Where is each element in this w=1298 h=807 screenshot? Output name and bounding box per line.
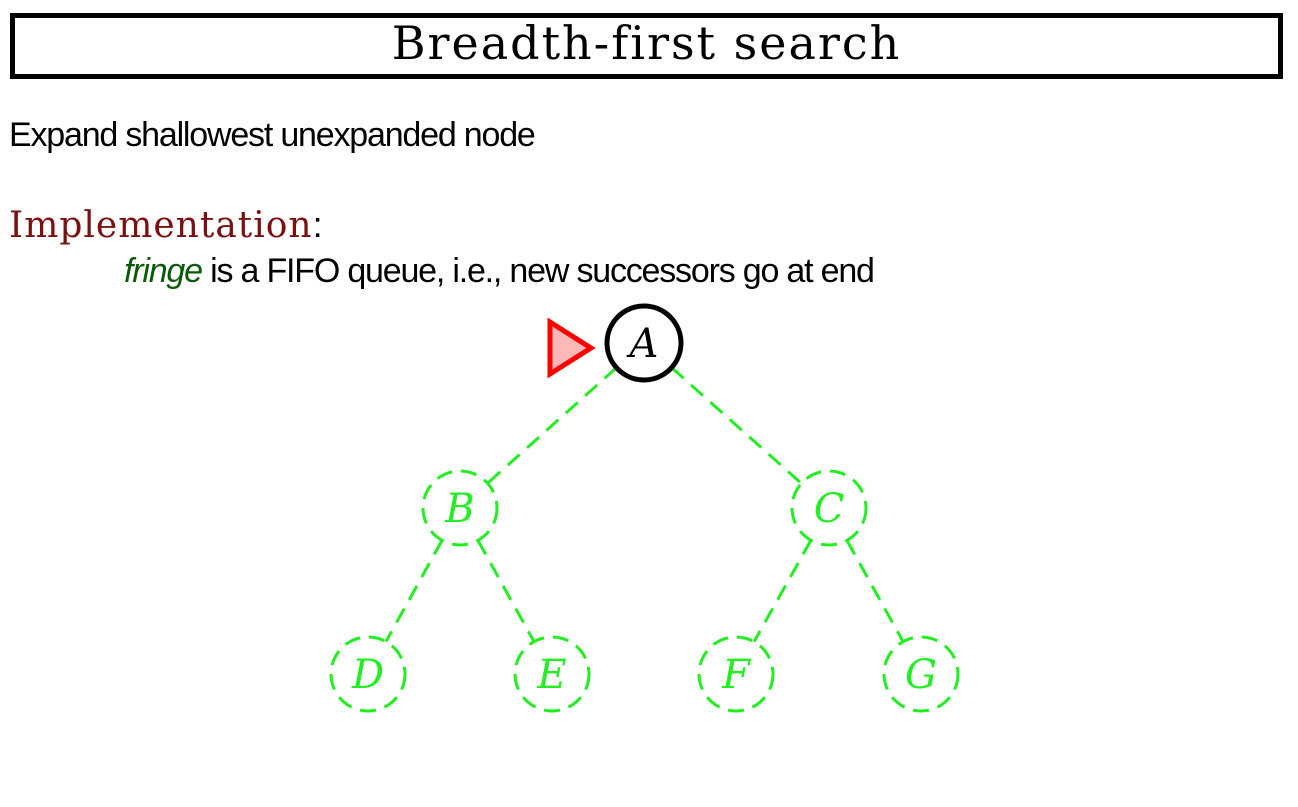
title-box: Breadth-first search xyxy=(10,13,1283,79)
implementation-colon: : xyxy=(312,204,323,245)
fringe-word: fringe xyxy=(124,252,203,290)
tree-edge-c-f xyxy=(752,539,813,643)
implementation-heading: Implementation: xyxy=(9,204,323,246)
tree-node-a: A xyxy=(604,303,684,383)
tree-node-circle xyxy=(329,635,407,713)
tree-node-label: F xyxy=(721,652,751,698)
tree-node-label: B xyxy=(444,486,474,532)
tree-node-c: C xyxy=(790,469,868,547)
description-text: Expand shallowest unexpanded node xyxy=(9,116,536,154)
tree-node-e: E xyxy=(513,635,591,713)
tree-edge-b-d xyxy=(384,539,444,643)
implementation-label: Implementation xyxy=(9,205,313,246)
tree-node-label: E xyxy=(536,652,566,698)
tree-edge-c-g xyxy=(845,539,905,643)
tree-node-circle xyxy=(513,635,591,713)
tree-node-label: A xyxy=(626,321,659,367)
tree-edge-a-c xyxy=(670,366,803,485)
current-node-pointer-icon xyxy=(547,317,596,379)
tree-nodes: A B C D E F G xyxy=(329,303,960,713)
tree-node-circle xyxy=(604,303,684,383)
tree-node-circle xyxy=(421,469,499,547)
tree-node-g: G xyxy=(882,635,960,713)
tree-node-label: D xyxy=(351,652,384,698)
tree-node-circle xyxy=(697,635,775,713)
implementation-detail: fringe is a FIFO queue, i.e., new succes… xyxy=(124,252,875,291)
implementation-detail-text: is a FIFO queue, i.e., new successors go… xyxy=(201,252,875,290)
tree-node-circle xyxy=(882,635,960,713)
tree-node-d: D xyxy=(329,635,407,713)
tree-node-label: G xyxy=(905,652,937,698)
slide-title: Breadth-first search xyxy=(391,16,902,70)
tree-edges xyxy=(384,366,905,643)
tree-node-label: C xyxy=(814,486,845,532)
tree-edge-a-b xyxy=(486,366,618,485)
tree-edge-b-e xyxy=(476,539,536,643)
tree-node-f: F xyxy=(697,635,775,713)
tree-node-b: B xyxy=(421,469,499,547)
tree-node-circle xyxy=(790,469,868,547)
